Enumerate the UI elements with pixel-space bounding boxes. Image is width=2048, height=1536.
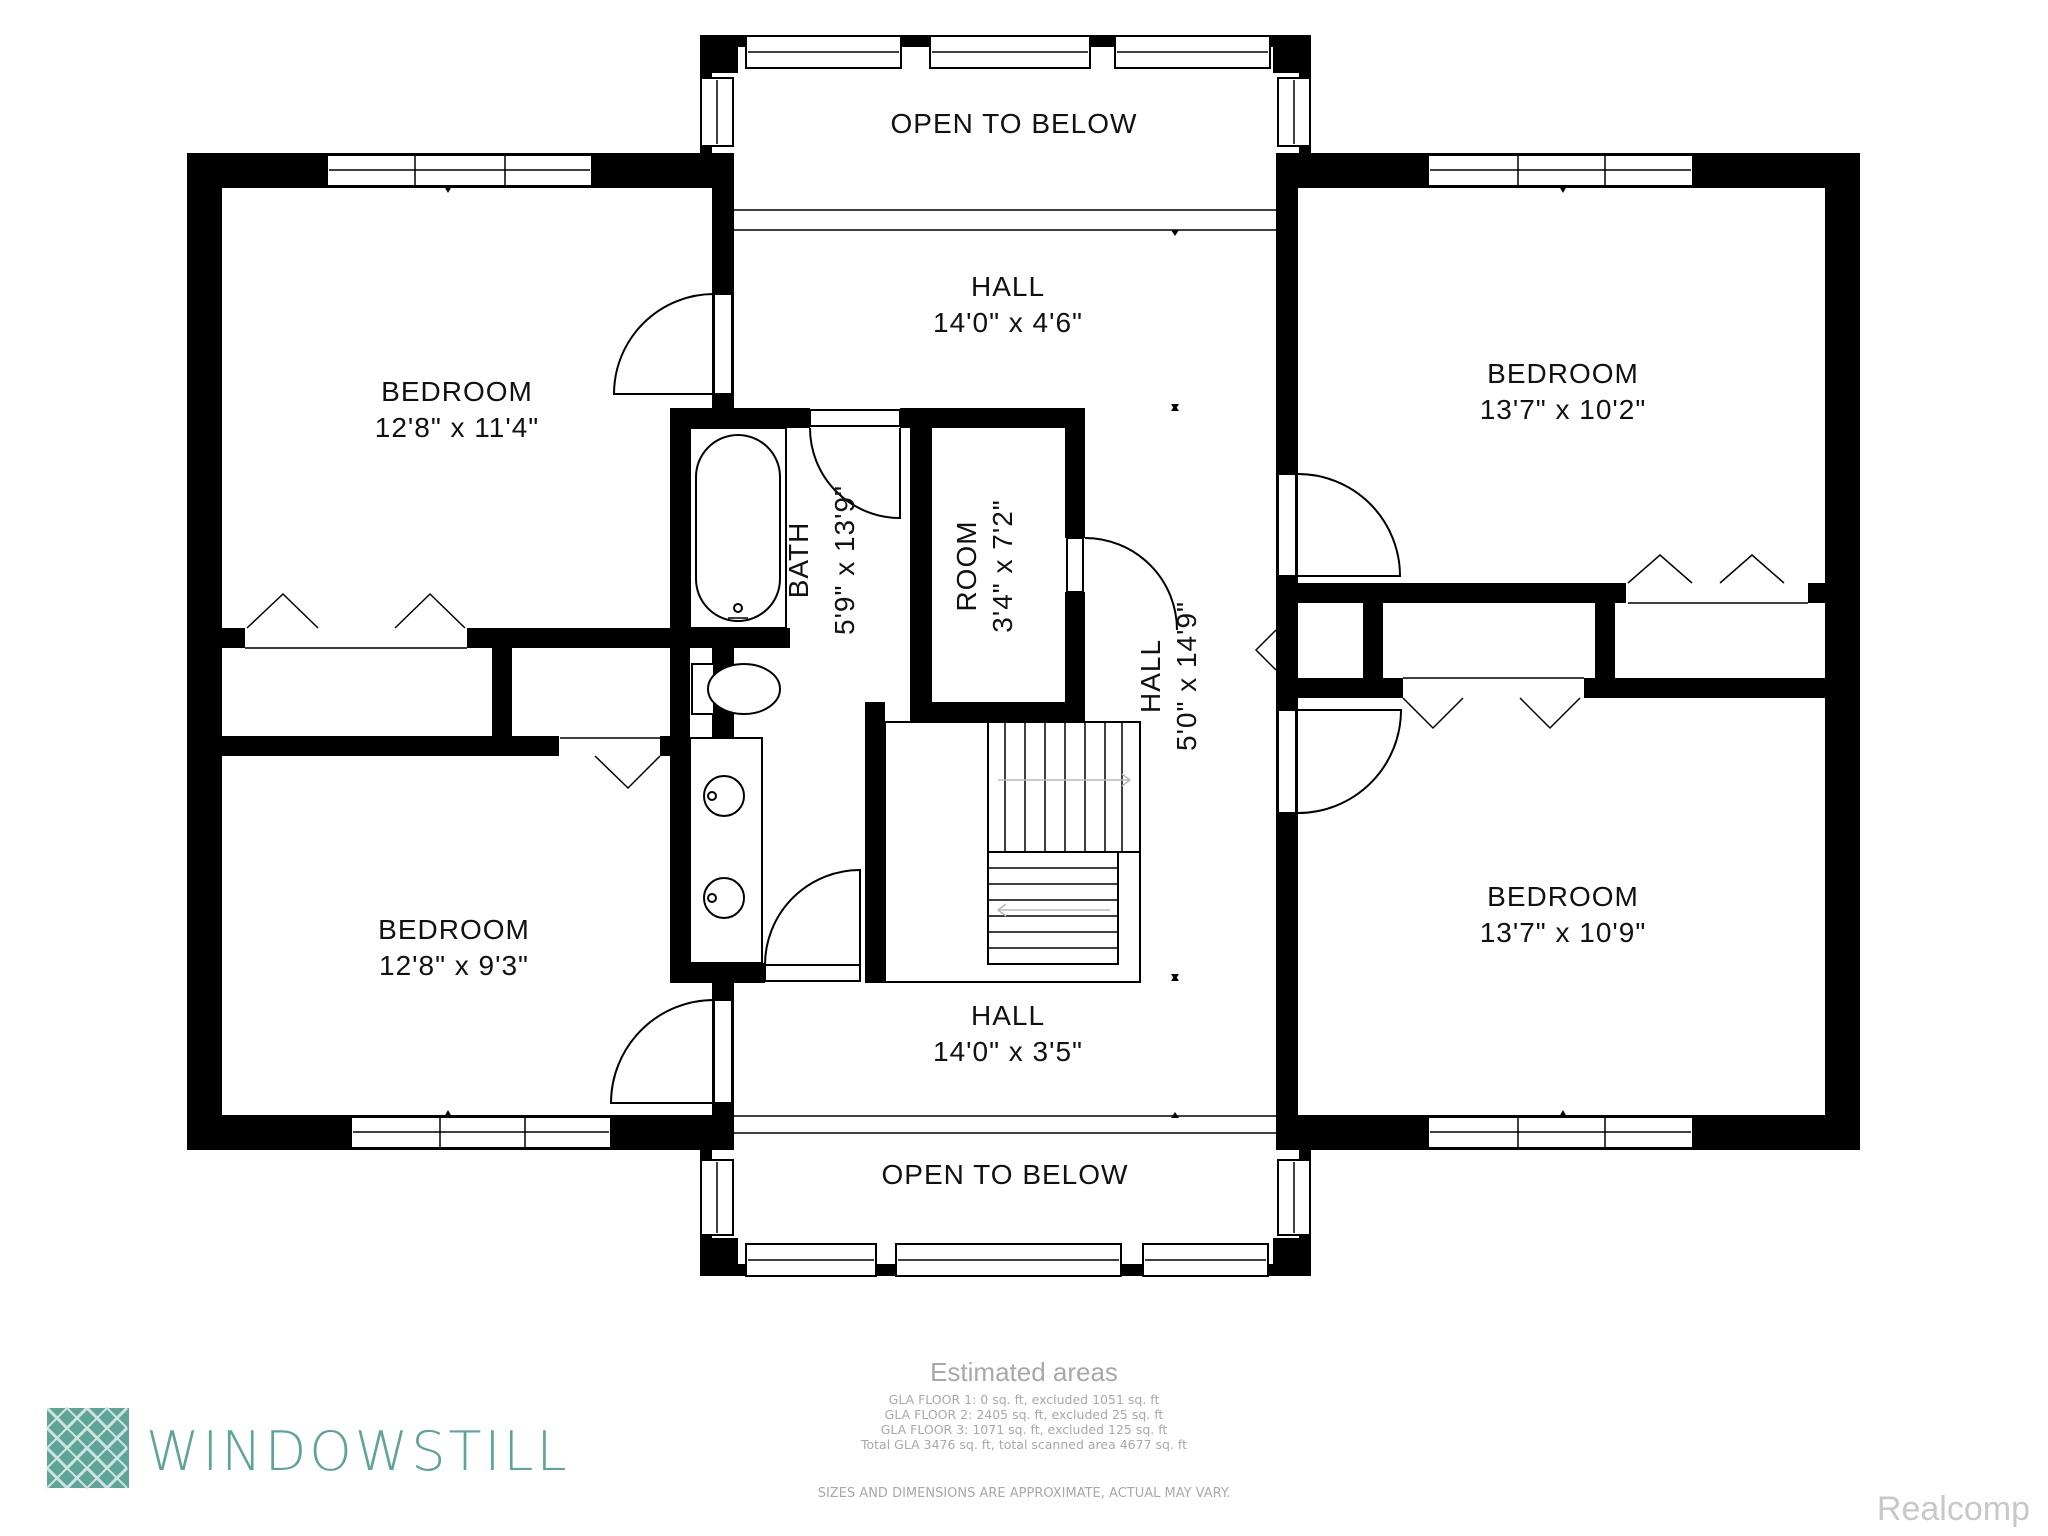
open-to-below-top-label: OPEN TO BELOW [891,108,1138,139]
hall-top-dim: 14'0" x 4'6" [933,307,1083,338]
room-name: ROOM [951,520,982,611]
estimate-line-1: GLA FLOOR 1: 0 sq. ft, excluded 1051 sq.… [889,1392,1160,1407]
bath-name: BATH [783,522,814,599]
sink-icon [703,877,745,919]
windowstill-logo-icon [45,1405,129,1491]
estimate-line-3: GLA FLOOR 3: 1071 sq. ft, excluded 125 s… [881,1422,1168,1437]
open-to-below-edges [734,209,1276,1134]
open-to-below-bottom-label: OPEN TO BELOW [882,1159,1129,1190]
estimate-line-4: Total GLA 3476 sq. ft, total scanned are… [860,1437,1187,1452]
bedroom-bl-dim: 12'8" x 9'3" [379,950,529,981]
realcomp-watermark: Realcomp [1877,1490,2030,1528]
hall-top-name: HALL [971,271,1045,302]
room-dim: 3'4" x 7'2" [987,499,1018,632]
bedroom-tr-dim: 13'7" x 10'2" [1480,394,1647,425]
hall-bottom-dim: 14'0" x 3'5" [933,1036,1083,1067]
vanity-icon [689,737,763,964]
bath-dim: 5'9" x 13'9" [829,485,860,635]
dimension-ticks [444,186,1567,1118]
bedroom-br-name: BEDROOM [1487,881,1639,912]
bath-walls [670,408,1085,983]
estimated-areas-title: Estimated areas [930,1357,1118,1387]
bedroom-bl-name: BEDROOM [378,914,530,945]
hall-bottom-name: HALL [971,1000,1045,1031]
hall-vertical-name: HALL [1135,639,1166,713]
bedroom-tl-name: BEDROOM [381,376,533,407]
staircase [884,721,1141,983]
bathtub-icon [695,434,781,622]
windowstill-logo-text: WINDOWSTILL [146,1420,570,1483]
toilet-icon [707,663,781,715]
bedroom-tl-dim: 12'8" x 11'4" [375,412,539,443]
left-interior-walls [187,592,735,790]
doors [609,293,1403,1104]
hall-vertical-dim: 5'0" x 14'9" [1171,601,1202,751]
disclaimer-text: SIZES AND DIMENSIONS ARE APPROXIMATE, AC… [818,1486,1231,1501]
right-interior-walls [1298,554,1860,730]
bath-fixtures [689,427,787,964]
bedroom-tr-name: BEDROOM [1487,358,1639,389]
sink-icon [703,775,745,817]
estimate-line-2: GLA FLOOR 2: 2405 sq. ft, excluded 25 sq… [885,1407,1164,1422]
bedroom-br-dim: 13'7" x 10'9" [1480,917,1647,948]
windows [326,35,1694,1277]
